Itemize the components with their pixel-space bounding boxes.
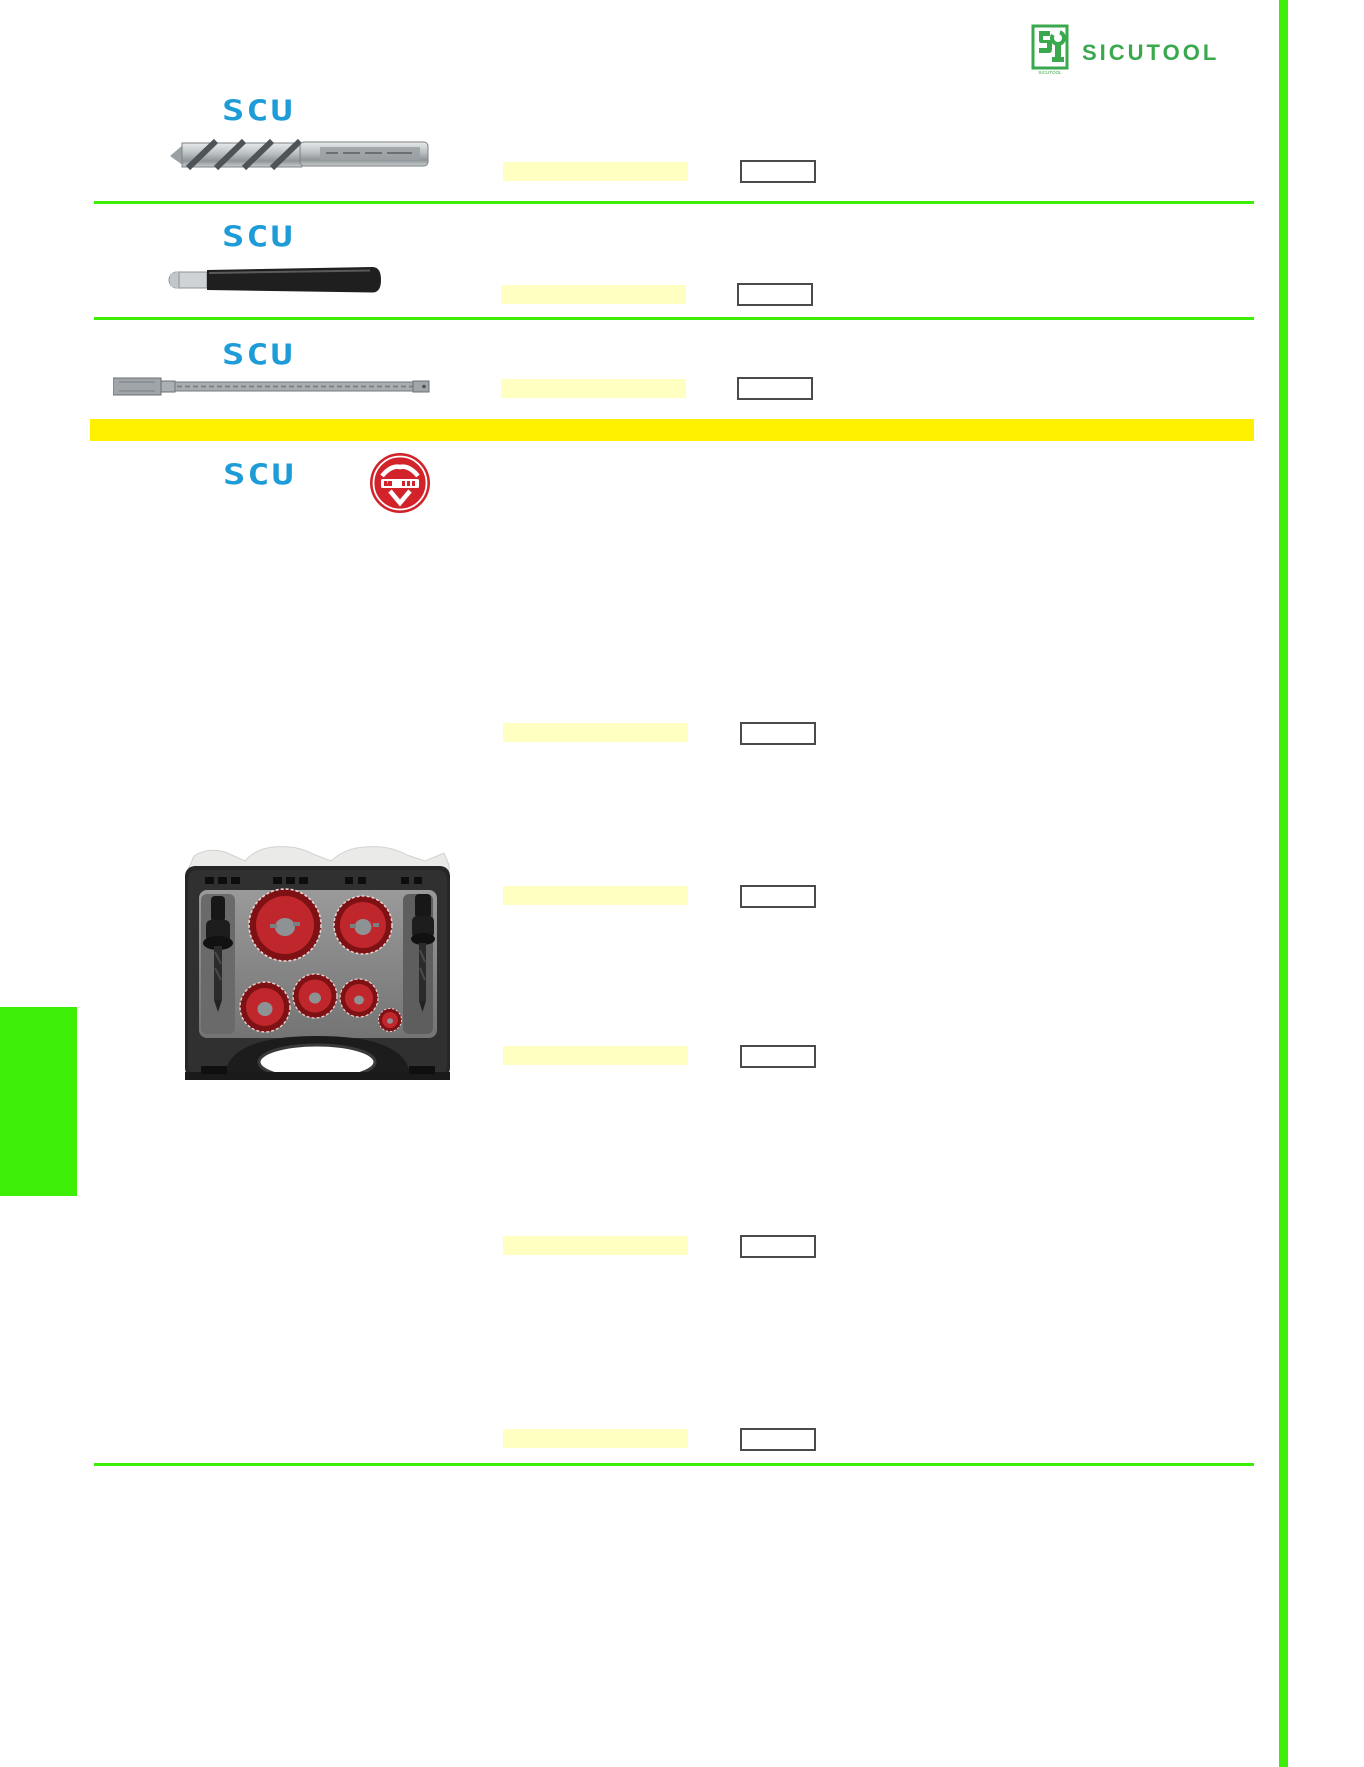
scu-logo: SCU — [222, 337, 295, 372]
price-box-7 — [740, 1235, 816, 1258]
highlight-row-6 — [503, 1046, 688, 1065]
price-box-5 — [740, 885, 816, 908]
highlight-row-5 — [503, 886, 688, 905]
divider-line — [94, 317, 1254, 320]
red-brand-badge-icon — [369, 452, 431, 519]
svg-text:SICUTOOL: SICUTOOL — [1038, 70, 1062, 75]
page-section-tab — [0, 1007, 77, 1196]
highlight-row-7 — [503, 1236, 688, 1255]
scu-logo: SCU — [222, 219, 295, 254]
scu-logo: SCU — [223, 457, 296, 492]
divider-line — [94, 1463, 1254, 1466]
product-image-hole-saw-kit — [185, 840, 451, 1085]
price-box-1 — [740, 160, 816, 183]
scu-logo: SCU — [222, 93, 295, 128]
product-image-extension-rod — [112, 373, 435, 406]
page-edge-bar — [1279, 0, 1288, 1767]
sicutool-logo-icon: SICUTOOL — [1031, 24, 1069, 75]
highlight-row-8 — [503, 1429, 688, 1448]
price-box-6 — [740, 1045, 816, 1068]
divider-line — [94, 201, 1254, 204]
section-band — [90, 419, 1254, 441]
highlight-row-3 — [501, 379, 686, 398]
price-box-2 — [737, 283, 813, 306]
highlight-row-1 — [503, 162, 688, 181]
sicutool-logo-text: SICUTOOL — [1082, 40, 1220, 65]
highlight-row-2 — [501, 285, 686, 304]
highlight-row-4 — [503, 723, 688, 742]
product-image-pilot-drill — [165, 263, 383, 302]
product-image-stub-drill — [168, 128, 440, 181]
price-box-3 — [737, 377, 813, 400]
price-box-8 — [740, 1428, 816, 1451]
sicutool-logo: SICUTOOL — [1031, 24, 1071, 76]
price-box-4 — [740, 722, 816, 745]
